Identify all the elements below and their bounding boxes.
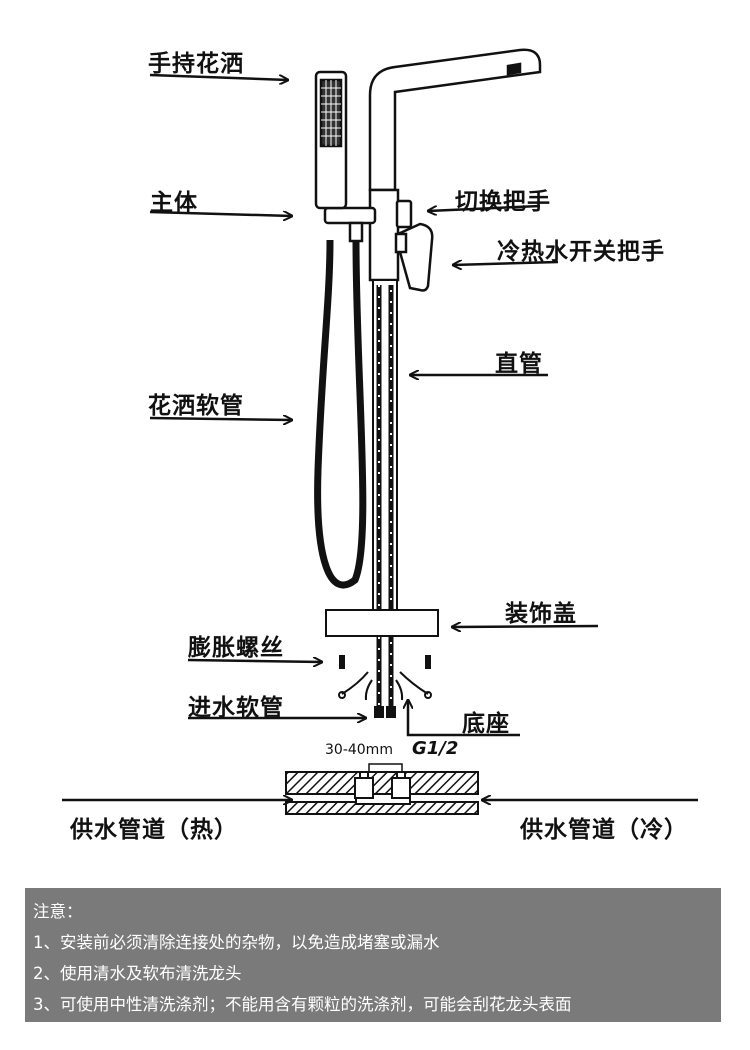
label-expansion-screw: 膨胀螺丝: [188, 635, 284, 661]
label-straight-pipe: 直管: [495, 351, 543, 377]
label-switch-handle: 切换把手: [455, 189, 551, 215]
notes-item: 2、使用清水及软布清洗龙头: [33, 964, 242, 983]
label-base: 底座: [462, 711, 510, 737]
label-hot-cold-handle: 冷热水开关把手: [497, 239, 665, 265]
label-dimension: 30-40mm: [325, 742, 393, 758]
base-legs: [338, 655, 432, 701]
floor-section: [285, 771, 479, 815]
arrow-shower-hose: [149, 418, 292, 420]
handheld-shower-head: [314, 70, 348, 210]
straight-pipe: [372, 279, 398, 715]
label-supply-hot: 供水管道（热）: [70, 817, 238, 843]
label-handheld-shower: 手持花洒: [148, 51, 244, 77]
arrow-switch-handle: [428, 204, 541, 211]
shower-hose: [314, 239, 367, 589]
arrow-main-body: [149, 212, 292, 216]
arrow-handheld-shower: [149, 73, 288, 80]
arrow-expansion-screw: [187, 660, 322, 662]
label-thread-spec: G1/2: [412, 738, 459, 759]
label-supply-cold: 供水管道（冷）: [520, 817, 688, 843]
notes-item: 3、可使用中性清洗涤剂；不能用含有颗粒的洗涤剂，可能会刮花龙头表面: [33, 995, 572, 1014]
faucet-installation-diagram: [62, 48, 698, 815]
notes-title: 注意：: [33, 902, 83, 921]
faucet-spout: [368, 48, 542, 192]
notes-item: 1、安装前必须清除连接处的杂物，以免造成堵塞或漏水: [33, 933, 440, 952]
label-main-body: 主体: [150, 190, 198, 216]
label-shower-hose: 花洒软管: [148, 393, 244, 419]
arrow-decorative-cover: [452, 626, 599, 627]
annotation-arrows: [62, 73, 698, 800]
label-decorative-cover: 装饰盖: [505, 601, 577, 627]
arrow-hot-cold-handle: [453, 262, 559, 265]
notes-box: 注意： 1、安装前必须清除连接处的杂物，以免造成堵塞或漏水 2、使用清水及软布清…: [25, 888, 721, 1022]
arrow-base: [408, 700, 520, 737]
label-inlet-hose: 进水软管: [188, 695, 284, 721]
main-body-block: [323, 188, 434, 292]
decorative-cover: [325, 609, 439, 637]
hose-fittings: [374, 706, 396, 718]
